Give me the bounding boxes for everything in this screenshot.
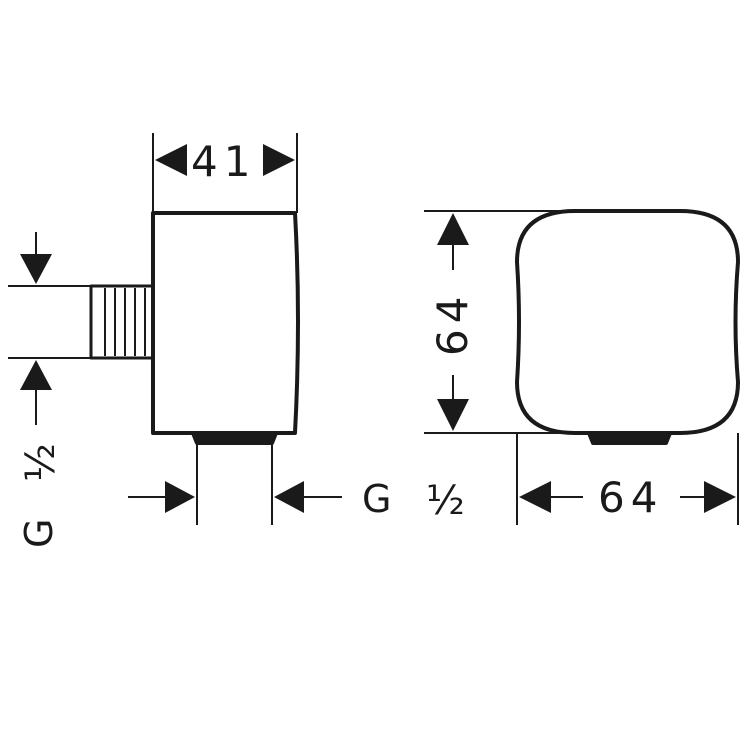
front-outlet	[587, 432, 672, 445]
dim-outlet-arrow-right	[274, 481, 304, 513]
dim-64v-arrow-top	[437, 213, 469, 245]
dim-41-arrow-left	[155, 144, 187, 176]
side-view-body	[151, 211, 300, 435]
dim-64v-label: 64	[428, 291, 477, 356]
dim-64h-label: 64	[598, 473, 663, 522]
dim-64h-arrow-right	[704, 481, 736, 513]
dim-thread-arrow-top	[20, 254, 52, 284]
dim-41-label: 41	[191, 137, 256, 186]
thread-stub	[89, 284, 155, 360]
thread-label-vertical-frac: ½	[18, 443, 64, 482]
dim-outlet-arrow-left	[165, 481, 195, 513]
thread-label-horizontal-frac: ½	[426, 478, 465, 524]
side-view	[8, 133, 342, 525]
thread-stub-ribs	[104, 288, 146, 356]
dim-64h-arrow-left	[519, 481, 551, 513]
bottom-outlet	[191, 432, 278, 445]
dim-64v-arrow-bottom	[437, 399, 469, 431]
dim-64v-label-wrap: 64	[428, 291, 477, 356]
thread-label-vertical: G ½	[17, 443, 64, 548]
front-view-body	[515, 209, 740, 435]
thread-label-vertical-g: G	[17, 519, 61, 548]
thread-label-horizontal-g: G	[362, 477, 391, 521]
dim-41-arrow-right	[263, 144, 295, 176]
dim-thread-arrow-bottom	[20, 360, 52, 390]
front-view	[424, 209, 740, 525]
